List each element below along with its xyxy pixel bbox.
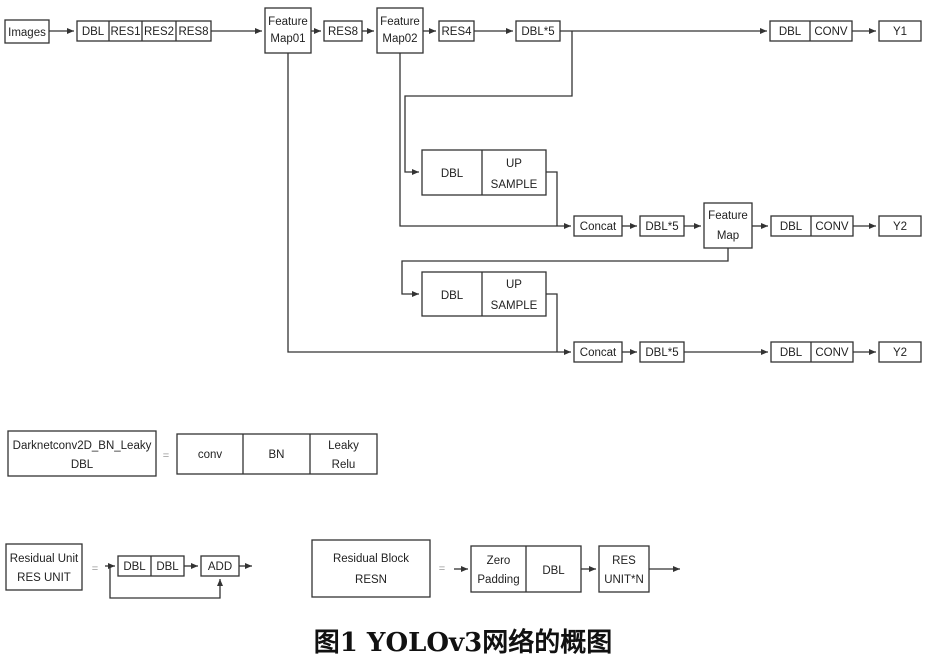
backbone-block: DBL RES1 RES2 RES8 (76, 20, 212, 42)
svg-text:RESN: RESN (355, 574, 387, 586)
svg-text:Y2: Y2 (893, 221, 907, 233)
svg-text:ADD: ADD (208, 561, 232, 573)
dbl5-box-bottom: DBL*5 (639, 341, 685, 363)
svg-text:RES8: RES8 (328, 26, 358, 38)
dbl-conv-box-y1: DBL CONV (769, 20, 853, 42)
svg-text:SAMPLE: SAMPLE (491, 179, 538, 191)
equals-sign: = (439, 563, 445, 575)
concat-box-2: Concat (573, 341, 623, 363)
res2-label: RES2 (144, 26, 174, 38)
feature-map01-box: Feature Map01 (264, 7, 312, 54)
images-box: Images (4, 19, 50, 44)
connector-featuremap-to-upsample2 (401, 248, 729, 297)
svg-text:Concat: Concat (580, 221, 617, 233)
dbl-upsample-box-2: DBL UP SAMPLE (421, 271, 547, 317)
svg-text:DBL*5: DBL*5 (645, 347, 678, 359)
dbl5-box-top: DBL*5 (515, 20, 561, 42)
res4-box: RES4 (438, 20, 475, 42)
res8-label: RES8 (178, 26, 208, 38)
svg-text:Leaky: Leaky (328, 440, 359, 452)
connector-upsample2-to-concat2 (546, 293, 558, 352)
svg-text:DBL: DBL (441, 168, 464, 180)
dbl-conv-box-y2b: DBL CONV (770, 341, 854, 363)
svg-text:Map01: Map01 (270, 33, 305, 45)
skip-connection (109, 566, 223, 599)
svg-text:UP: UP (506, 279, 522, 291)
feature-map-box: Feature Map (703, 202, 753, 249)
legend-res-unit-n-box: RES UNIT*N (598, 545, 650, 593)
svg-text:CONV: CONV (815, 221, 849, 233)
svg-text:DBL*5: DBL*5 (521, 26, 554, 38)
concat-box-1: Concat (573, 215, 623, 237)
svg-text:Feature: Feature (708, 210, 748, 222)
connector-dbl5-to-upsample1 (404, 31, 573, 175)
legend-residual-block-box: Residual Block RESN (311, 539, 431, 598)
dbl-upsample-box-1: DBL UP SAMPLE (421, 149, 547, 196)
svg-text:DBL*5: DBL*5 (645, 221, 678, 233)
svg-text:DBL: DBL (71, 459, 94, 471)
svg-text:Zero: Zero (487, 555, 511, 567)
svg-text:Residual Unit: Residual Unit (10, 553, 79, 565)
connector-upsample1-to-concat1 (546, 171, 558, 226)
svg-text:Relu: Relu (332, 459, 356, 471)
figure-caption: 图1 YOLOv3网络的概图 (314, 627, 612, 658)
svg-text:Y1: Y1 (893, 26, 907, 38)
svg-text:Images: Images (8, 27, 46, 39)
svg-text:Darknetconv2D_BN_Leaky: Darknetconv2D_BN_Leaky (13, 440, 152, 452)
svg-text:RES: RES (612, 555, 636, 567)
svg-text:CONV: CONV (814, 26, 848, 38)
legend-dbl-dbl-box: DBL DBL (117, 555, 185, 577)
svg-text:Feature: Feature (268, 16, 308, 28)
y2-output-box-a: Y2 (878, 215, 922, 237)
svg-text:DBL: DBL (441, 290, 464, 302)
feature-map02-box: Feature Map02 (376, 7, 424, 54)
svg-text:BN: BN (269, 449, 285, 461)
svg-text:DBL: DBL (123, 561, 146, 573)
svg-text:Y2: Y2 (893, 347, 907, 359)
y2-output-box-b: Y2 (878, 341, 922, 363)
legend-conv-bn-relu-box: conv BN Leaky Relu (176, 433, 378, 475)
svg-text:conv: conv (198, 449, 223, 461)
connector-map02-to-concat1 (399, 53, 571, 229)
y1-output-box: Y1 (878, 20, 922, 42)
svg-text:RES UNIT: RES UNIT (17, 572, 71, 584)
equals-sign: = (163, 450, 169, 462)
svg-text:DBL: DBL (779, 26, 802, 38)
svg-text:Residual Block: Residual Block (333, 553, 409, 565)
legend-residual-unit-box: Residual Unit RES UNIT (5, 543, 83, 591)
res8-box: RES8 (323, 20, 363, 42)
legend-zero-padding-dbl-box: Zero Padding DBL (470, 545, 582, 593)
svg-text:UNIT*N: UNIT*N (604, 574, 644, 586)
legend-darknet-box: Darknetconv2D_BN_Leaky DBL (7, 430, 157, 477)
legend-add-box: ADD (200, 555, 240, 577)
res1-label: RES1 (110, 26, 140, 38)
svg-text:Concat: Concat (580, 347, 617, 359)
svg-text:Feature: Feature (380, 16, 420, 28)
dbl-conv-box-y2a: DBL CONV (770, 215, 854, 237)
svg-text:Map02: Map02 (382, 33, 417, 45)
svg-text:DBL: DBL (780, 347, 803, 359)
dbl5-box-mid: DBL*5 (639, 215, 685, 237)
svg-text:DBL: DBL (542, 565, 565, 577)
equals-sign: = (92, 563, 98, 575)
svg-text:DBL: DBL (780, 221, 803, 233)
svg-text:UP: UP (506, 158, 522, 170)
svg-text:Padding: Padding (477, 574, 519, 586)
svg-text:Map: Map (717, 230, 739, 242)
dbl-label: DBL (82, 26, 105, 38)
svg-text:CONV: CONV (815, 347, 849, 359)
svg-text:DBL: DBL (156, 561, 179, 573)
svg-text:SAMPLE: SAMPLE (491, 300, 538, 312)
svg-text:RES4: RES4 (441, 26, 472, 38)
connector-map01-to-concat2 (287, 53, 571, 355)
